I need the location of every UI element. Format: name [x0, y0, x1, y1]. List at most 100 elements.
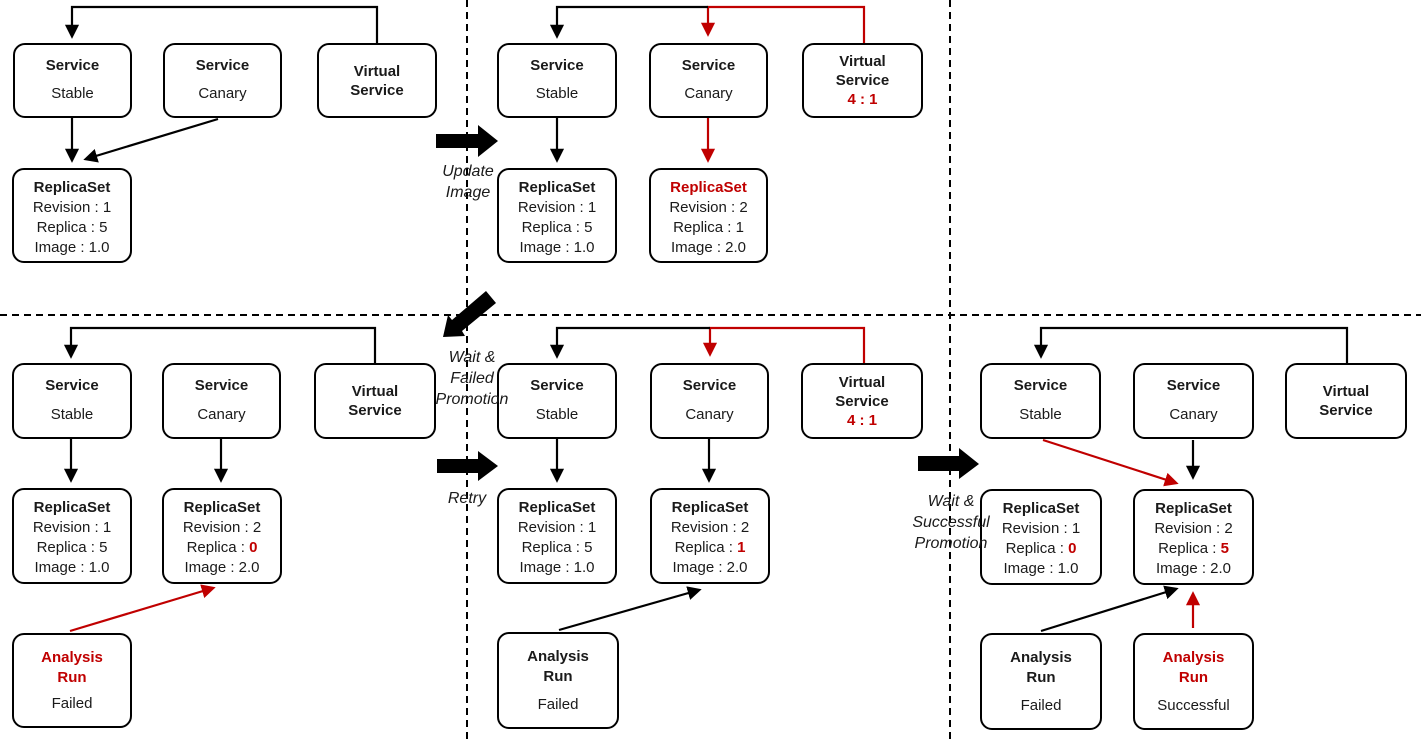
service-subtitle: Stable [1019, 406, 1062, 423]
replica-label: Replica : [674, 539, 733, 556]
revision-label: Revision : [1001, 520, 1068, 537]
p5-edge-analysisrunfailed-to-replicaset2 [1040, 585, 1179, 633]
replicaset-title: ReplicaSet [671, 499, 749, 516]
p5-edge-virtualservice-to-stable [1033, 326, 1349, 363]
replicaset-title: ReplicaSet [518, 179, 596, 196]
replicaset-title: ReplicaSet [518, 499, 596, 516]
p4-edge-virtualservice-to-canary [702, 326, 866, 363]
revision-value: 1 [1071, 520, 1081, 537]
service-title: Service [45, 377, 99, 394]
replicaset-replica: Replica : 5 [522, 538, 593, 558]
analysis-run-title-line2: Run [1026, 669, 1056, 686]
revision-label: Revision : [32, 519, 99, 536]
image-label: Image : [519, 239, 570, 256]
analysis-run-title-line1: Analysis [1162, 649, 1225, 666]
replicaset-title: ReplicaSet [670, 179, 747, 196]
p5-service-canary-box: Service Canary [1133, 363, 1254, 439]
service-subtitle: Stable [535, 85, 579, 102]
traffic-ratio: 4 : 1 [846, 411, 877, 429]
p2-replicaset-canary-box: ReplicaSet Revision : 2 Replica : 1 Imag… [649, 168, 768, 263]
virtual-service-title-line2: Service [835, 72, 890, 89]
analysis-run-status: Successful [1157, 697, 1230, 714]
replicaset-image: Image : 1.0 [34, 238, 109, 258]
replicaset-image: Image : 2.0 [1156, 559, 1231, 579]
replicaset-image: Image : 2.0 [671, 238, 746, 258]
p3-edge-virtualservice-to-stable [63, 326, 377, 363]
replicaset-title: ReplicaSet [1155, 500, 1232, 517]
virtual-service-title-line2: Service [348, 402, 402, 419]
revision-value: 1 [587, 519, 597, 536]
image-value: 1.0 [88, 559, 110, 576]
label-line: Wait & [927, 493, 975, 510]
p3-virtual-service-box: Virtual Service [314, 363, 436, 439]
replicaset-replica: Replica : 5 [37, 218, 108, 238]
replicaset-replica: Replica : 1 [673, 218, 744, 238]
p2-replicaset-stable-box: ReplicaSet Revision : 1 Replica : 5 Imag… [497, 168, 617, 263]
replica-value: 0 [249, 539, 258, 556]
image-label: Image : [1003, 560, 1054, 577]
p2-virtual-service-box: Virtual Service 4 : 1 [802, 43, 923, 118]
virtual-service-title-line2: Service [835, 392, 889, 410]
p4-service-canary-box: Service Canary [650, 363, 769, 439]
image-value: 2.0 [726, 559, 748, 576]
label-line: Update [442, 163, 494, 180]
service-title: Service [530, 57, 584, 74]
revision-label: Revision : [32, 199, 99, 216]
service-title: Service [1166, 377, 1221, 394]
p4-service-stable-box: Service Stable [497, 363, 617, 439]
label-line: Wait & [448, 349, 496, 366]
replica-label: Replica : [36, 539, 95, 556]
replica-value: 5 [99, 219, 108, 236]
analysis-run-title-line1: Analysis [41, 649, 103, 666]
image-label: Image : [519, 559, 570, 576]
analysis-run-title-line2: Run [1178, 669, 1209, 686]
service-subtitle: Canary [198, 85, 247, 102]
p5-edge-stable-to-replicaset2 [1042, 438, 1179, 487]
image-label: Image : [672, 559, 723, 576]
replicaset-title: ReplicaSet [33, 179, 111, 196]
service-subtitle: Canary [685, 406, 734, 423]
replicaset-replica: Replica : 5 [37, 538, 108, 558]
replica-label: Replica : [36, 219, 95, 236]
replicaset-replica: Replica : 1 [675, 538, 746, 558]
analysis-run-title: Analysis Run [1163, 648, 1225, 688]
p2-edge-virtualservice-to-canary [700, 5, 866, 43]
revision-value: 2 [252, 519, 262, 536]
replicaset-revision: Revision : 1 [33, 518, 111, 538]
label-line: Promotion [914, 535, 988, 552]
replicaset-replica: Replica : 0 [187, 538, 258, 558]
image-label: Image : [34, 559, 85, 576]
replica-label: Replica : [673, 219, 732, 236]
replicaset-revision: Revision : 1 [33, 198, 111, 218]
p5-analysis-run-successful-box: Analysis Run Successful [1133, 633, 1254, 730]
service-subtitle: Canary [197, 406, 246, 423]
label-line: Successful [912, 514, 990, 531]
service-title: Service [681, 57, 736, 74]
label-line: Failed [450, 370, 494, 387]
service-subtitle: Canary [684, 85, 733, 102]
analysis-run-title-line2: Run [57, 669, 87, 686]
revision-value: 2 [739, 199, 748, 216]
p5-service-stable-box: Service Stable [980, 363, 1101, 439]
p5-virtual-service-box: Virtual Service [1285, 363, 1407, 439]
p5-replicaset-canary-box: ReplicaSet Revision : 2 Replica : 5 Imag… [1133, 489, 1254, 585]
replicaset-revision: Revision : 2 [1154, 519, 1232, 539]
service-subtitle: Stable [535, 406, 579, 423]
p1-service-stable-box: Service Stable [13, 43, 132, 118]
replicaset-revision: Revision : 1 [518, 518, 596, 538]
service-subtitle: Canary [1169, 406, 1218, 423]
replica-label: Replica : [1005, 540, 1064, 557]
revision-label: Revision : [1154, 520, 1221, 537]
replicaset-image: Image : 2.0 [184, 558, 259, 578]
service-subtitle: Stable [51, 85, 94, 102]
p5-replicaset-stable-box: ReplicaSet Revision : 1 Replica : 0 Imag… [980, 489, 1102, 585]
image-value: 2.0 [725, 239, 747, 256]
replicaset-title: ReplicaSet [1002, 500, 1080, 517]
virtual-service-title-line1: Virtual [1322, 383, 1370, 400]
p4-replicaset-canary-box: ReplicaSet Revision : 2 Replica : 1 Imag… [650, 488, 770, 584]
p4-replicaset-stable-box: ReplicaSet Revision : 1 Replica : 5 Imag… [497, 488, 617, 584]
replicaset-image: Image : 1.0 [519, 558, 594, 578]
revision-label: Revision : [182, 519, 249, 536]
replicaset-revision: Revision : 2 [671, 518, 749, 538]
